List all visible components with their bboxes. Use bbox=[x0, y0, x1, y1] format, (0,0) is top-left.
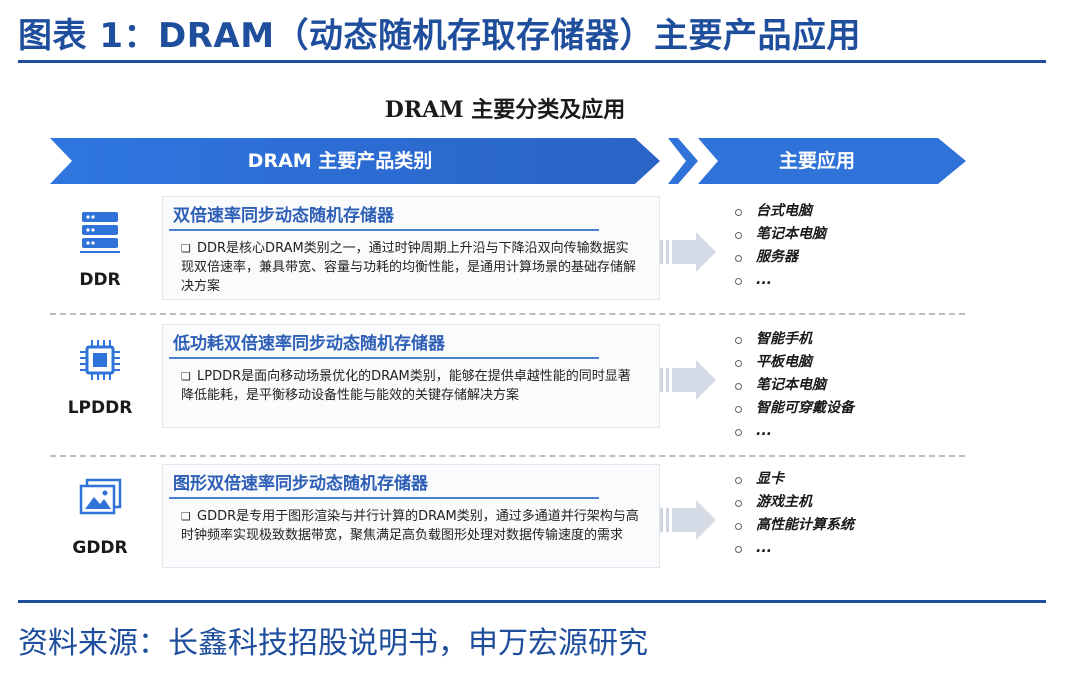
ddr-icon-box: DDR bbox=[50, 190, 150, 310]
title-underline bbox=[169, 357, 599, 359]
ddr-label: DDR bbox=[79, 270, 121, 290]
right-arrow-icon bbox=[660, 500, 716, 540]
list-item: 台式电脑 bbox=[732, 200, 972, 223]
image-gallery-icon bbox=[79, 478, 122, 515]
list-item: 游戏主机 bbox=[732, 491, 972, 514]
ddr-description: ❑DDR是核心DRAM类别之一，通过时钟周期上升沿与下降沿双向传输数据实现双倍速… bbox=[181, 239, 641, 296]
list-item: ... bbox=[732, 269, 972, 292]
ddr-row: DDR 双倍速率同步动态随机存储器 ❑DDR是核心DRAM类别之一，通过时钟周期… bbox=[50, 190, 970, 315]
checkbox-bullet-icon: ❑ bbox=[181, 510, 191, 523]
chip-icon bbox=[80, 340, 120, 380]
main-application-label: 主要应用 bbox=[778, 150, 855, 172]
list-item: 智能手机 bbox=[732, 328, 972, 351]
banner-arrow-shape bbox=[50, 138, 660, 184]
gddr-description: ❑GDDR是专用于图形渲染与并行计算的DRAM类别，通过多通道并行架构与高时钟频… bbox=[181, 507, 641, 545]
bottom-rule bbox=[18, 600, 1046, 603]
diagram-title: DRAM 主要分类及应用 bbox=[384, 97, 626, 123]
title-underline bbox=[169, 497, 599, 499]
lpddr-label: LPDDR bbox=[67, 398, 133, 418]
right-arrow-icon bbox=[660, 360, 716, 400]
checkbox-bullet-icon: ❑ bbox=[181, 370, 191, 383]
source-note: 资料来源：长鑫科技招股说明书，申万宏源研究 bbox=[18, 626, 648, 661]
lpddr-application-list: 智能手机 平板电脑 笔记本电脑 智能可穿戴设备 ... bbox=[732, 328, 972, 443]
lpddr-description-panel: 低功耗双倍速率同步动态随机存储器 ❑LPDDR是面向移动场景优化的DRAM类别，… bbox=[162, 324, 660, 428]
gddr-title: 图形双倍速率同步动态随机存储器 bbox=[173, 474, 428, 494]
product-category-banner: DRAM 主要产品类别 bbox=[50, 138, 660, 184]
main-application-banner: 主要应用 bbox=[698, 138, 966, 184]
ddr-description-text: DDR是核心DRAM类别之一，通过时钟周期上升沿与下降沿双向传输数据实现双倍速率… bbox=[181, 241, 637, 294]
ddr-application-list: 台式电脑 笔记本电脑 服务器 ... bbox=[732, 200, 972, 292]
banner-arrow-shape bbox=[698, 138, 966, 184]
list-item: 笔记本电脑 bbox=[732, 223, 972, 246]
lpddr-title: 低功耗双倍速率同步动态随机存储器 bbox=[173, 334, 445, 354]
server-icon bbox=[80, 212, 120, 253]
gddr-description-panel: 图形双倍速率同步动态随机存储器 ❑GDDR是专用于图形渲染与并行计算的DRAM类… bbox=[162, 464, 660, 568]
gddr-icon-box: GDDR bbox=[50, 458, 150, 578]
lpddr-description: ❑LPDDR是面向移动场景优化的DRAM类别，能够在提供卓越性能的同时显著降低能… bbox=[181, 367, 641, 405]
lpddr-row: LPDDR 低功耗双倍速率同步动态随机存储器 ❑LPDDR是面向移动场景优化的D… bbox=[50, 318, 970, 443]
row-divider bbox=[50, 313, 965, 315]
right-arrow-icon bbox=[660, 232, 716, 272]
gddr-row: GDDR 图形双倍速率同步动态随机存储器 ❑GDDR是专用于图形渲染与并行计算的… bbox=[50, 458, 970, 583]
list-item: 笔记本电脑 bbox=[732, 374, 972, 397]
figure-title: 图表 1：DRAM（动态随机存取存储器）主要产品应用 bbox=[18, 16, 862, 56]
product-category-label: DRAM 主要产品类别 bbox=[247, 150, 433, 172]
list-item: 智能可穿戴设备 bbox=[732, 397, 972, 420]
list-item: ... bbox=[732, 420, 972, 443]
row-divider bbox=[50, 455, 965, 457]
ddr-title: 双倍速率同步动态随机存储器 bbox=[173, 206, 394, 226]
gddr-description-text: GDDR是专用于图形渲染与并行计算的DRAM类别，通过多通道并行架构与高时钟频率… bbox=[181, 509, 639, 543]
list-item: 高性能计算系统 bbox=[732, 514, 972, 537]
list-item: 平板电脑 bbox=[732, 351, 972, 374]
gddr-label: GDDR bbox=[72, 538, 128, 558]
chevron-right-icon bbox=[668, 138, 698, 184]
list-item: 显卡 bbox=[732, 468, 972, 491]
gddr-application-list: 显卡 游戏主机 高性能计算系统 ... bbox=[732, 468, 972, 560]
checkbox-bullet-icon: ❑ bbox=[181, 242, 191, 255]
title-underline bbox=[169, 229, 599, 231]
list-item: 服务器 bbox=[732, 246, 972, 269]
lpddr-description-text: LPDDR是面向移动场景优化的DRAM类别，能够在提供卓越性能的同时显著降低能耗… bbox=[181, 369, 631, 403]
ddr-description-panel: 双倍速率同步动态随机存储器 ❑DDR是核心DRAM类别之一，通过时钟周期上升沿与… bbox=[162, 196, 660, 300]
list-item: ... bbox=[732, 537, 972, 560]
top-rule bbox=[18, 60, 1046, 63]
lpddr-icon-box: LPDDR bbox=[50, 318, 150, 438]
